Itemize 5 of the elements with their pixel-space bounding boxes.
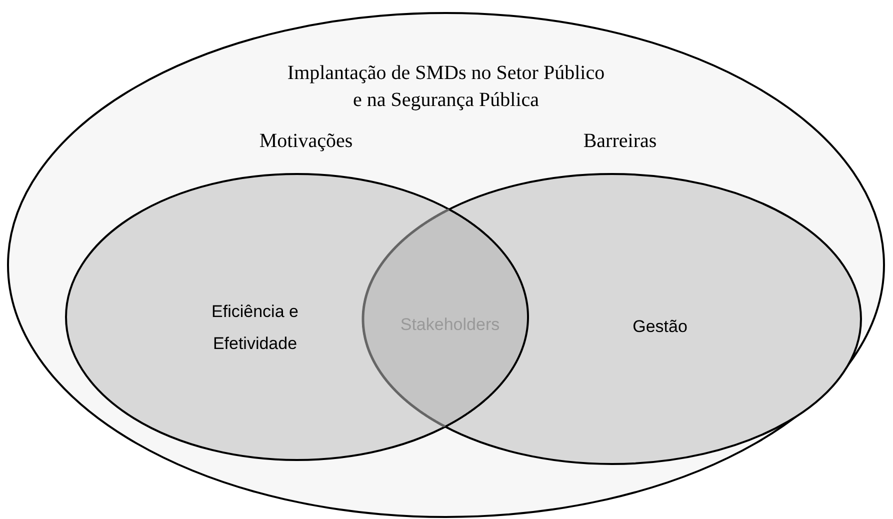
set-heading: Barreiras bbox=[582, 129, 658, 154]
set-label: Eficiência e Efetividade bbox=[210, 301, 300, 356]
set-label: Gestão bbox=[632, 316, 688, 338]
set-heading: Motivações bbox=[258, 129, 354, 154]
set-label: Implantação de SMDs no Setor Público e na Segurança Pública bbox=[286, 61, 606, 113]
